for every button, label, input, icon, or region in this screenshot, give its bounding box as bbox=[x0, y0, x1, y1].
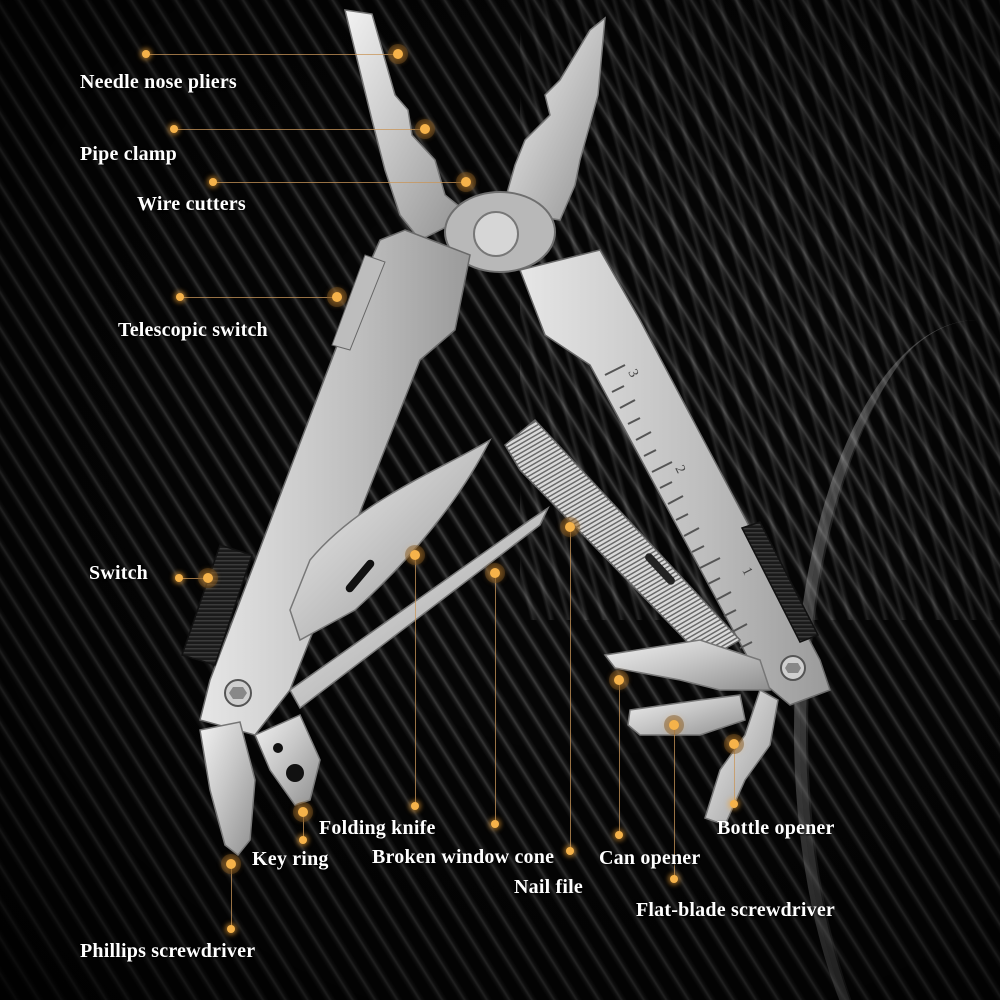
dot-switch-end bbox=[203, 573, 213, 583]
label-telescopic-switch: Telescopic switch bbox=[118, 319, 268, 341]
dot-flat-blade-start bbox=[669, 720, 679, 730]
dot-needle-nose-start bbox=[142, 50, 150, 58]
dot-folding-knife-end bbox=[411, 802, 419, 810]
label-key-ring: Key ring bbox=[252, 848, 329, 870]
label-nail-file: Nail file bbox=[514, 876, 584, 898]
leader-line-can-opener bbox=[619, 680, 620, 835]
dot-phillips-end bbox=[227, 925, 235, 933]
dot-broken-window-end bbox=[491, 820, 499, 828]
dot-wire-cutters-start bbox=[209, 178, 217, 186]
dot-broken-window-start bbox=[490, 568, 500, 578]
leader-line-bottle-opener bbox=[734, 744, 735, 804]
dot-pipe-clamp-start bbox=[170, 125, 178, 133]
leader-line-needle-nose bbox=[148, 54, 398, 55]
key-ring-tab bbox=[254, 714, 321, 806]
dot-can-opener-end bbox=[615, 831, 623, 839]
pivot bbox=[444, 191, 556, 273]
label-pipe-clamp: Pipe clamp bbox=[80, 143, 177, 165]
label-flat-blade-screwdriver: Flat-blade screwdriver bbox=[636, 899, 835, 921]
label-bottle-opener: Bottle opener bbox=[717, 817, 835, 839]
leader-line-nail-file bbox=[570, 527, 571, 852]
right-jaw bbox=[504, 16, 606, 221]
dot-nail-file-end bbox=[566, 847, 574, 855]
label-broken-window-cone: Broken window cone bbox=[372, 846, 555, 868]
label-can-opener: Can opener bbox=[599, 847, 701, 869]
left-handle bbox=[181, 229, 471, 736]
dot-switch-start bbox=[175, 574, 183, 582]
dot-needle-nose-end bbox=[393, 49, 403, 59]
dot-key-ring-start bbox=[298, 807, 308, 817]
leader-line-pipe-clamp bbox=[175, 129, 425, 130]
right-handle-ruler: 3 2 1 bbox=[518, 249, 831, 706]
dot-nail-file-start bbox=[565, 522, 575, 532]
dot-folding-knife-start bbox=[410, 550, 420, 560]
dot-telescopic-start bbox=[176, 293, 184, 301]
dot-can-opener-start bbox=[614, 675, 624, 685]
label-wire-cutters: Wire cutters bbox=[137, 193, 246, 215]
broken-window-cone bbox=[289, 505, 550, 710]
dot-bottle-opener-end bbox=[730, 800, 738, 808]
dot-phillips-start bbox=[226, 859, 236, 869]
dot-key-ring-end bbox=[299, 836, 307, 844]
dot-wire-cutters-end bbox=[461, 177, 471, 187]
folding-knife bbox=[289, 438, 492, 642]
leader-line-switch bbox=[179, 578, 209, 579]
dot-telescopic-end bbox=[332, 292, 342, 302]
leader-line-telescopic-switch bbox=[180, 297, 338, 298]
label-phillips-screwdriver: Phillips screwdriver bbox=[80, 940, 256, 962]
left-jaw bbox=[344, 9, 472, 241]
leader-line-broken-window-cone bbox=[495, 573, 496, 823]
leader-line-flat-blade bbox=[674, 725, 675, 880]
opener-cluster bbox=[603, 639, 779, 826]
label-switch: Switch bbox=[89, 562, 148, 584]
leader-line-phillips bbox=[231, 864, 232, 929]
leader-line-key-ring bbox=[303, 812, 304, 842]
label-needle-nose-pliers: Needle nose pliers bbox=[80, 71, 237, 93]
leader-line-wire-cutters bbox=[214, 182, 466, 183]
dot-flat-blade-end bbox=[670, 875, 678, 883]
dot-bottle-opener-start bbox=[729, 739, 739, 749]
leader-line-folding-knife bbox=[415, 555, 416, 805]
label-folding-knife: Folding knife bbox=[319, 817, 436, 839]
dot-pipe-clamp-end bbox=[420, 124, 430, 134]
phillips-screwdriver-tool bbox=[199, 721, 256, 857]
